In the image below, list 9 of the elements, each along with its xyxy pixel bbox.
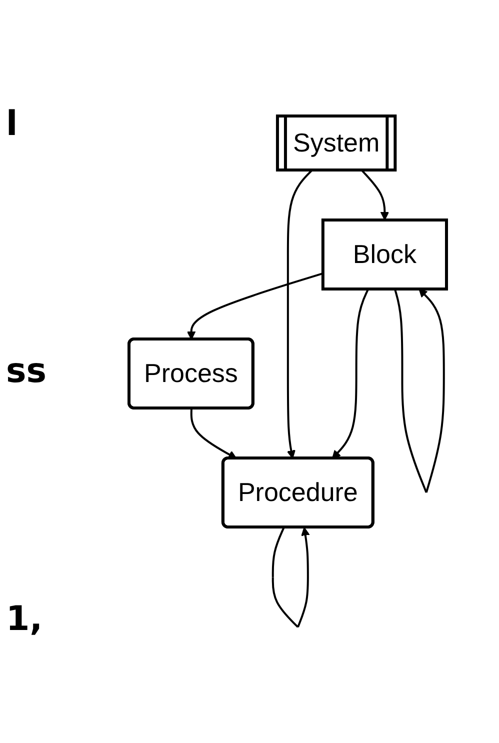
arrow xyxy=(190,408,237,459)
node-box: Block xyxy=(321,218,448,290)
text-fragment: 1, xyxy=(6,599,44,640)
arrow xyxy=(332,288,369,459)
arrow xyxy=(286,170,312,459)
arrow xyxy=(360,170,389,220)
text-fragment: ss xyxy=(6,351,48,392)
text-fragment: l xyxy=(6,104,19,144)
arrow xyxy=(186,272,323,340)
